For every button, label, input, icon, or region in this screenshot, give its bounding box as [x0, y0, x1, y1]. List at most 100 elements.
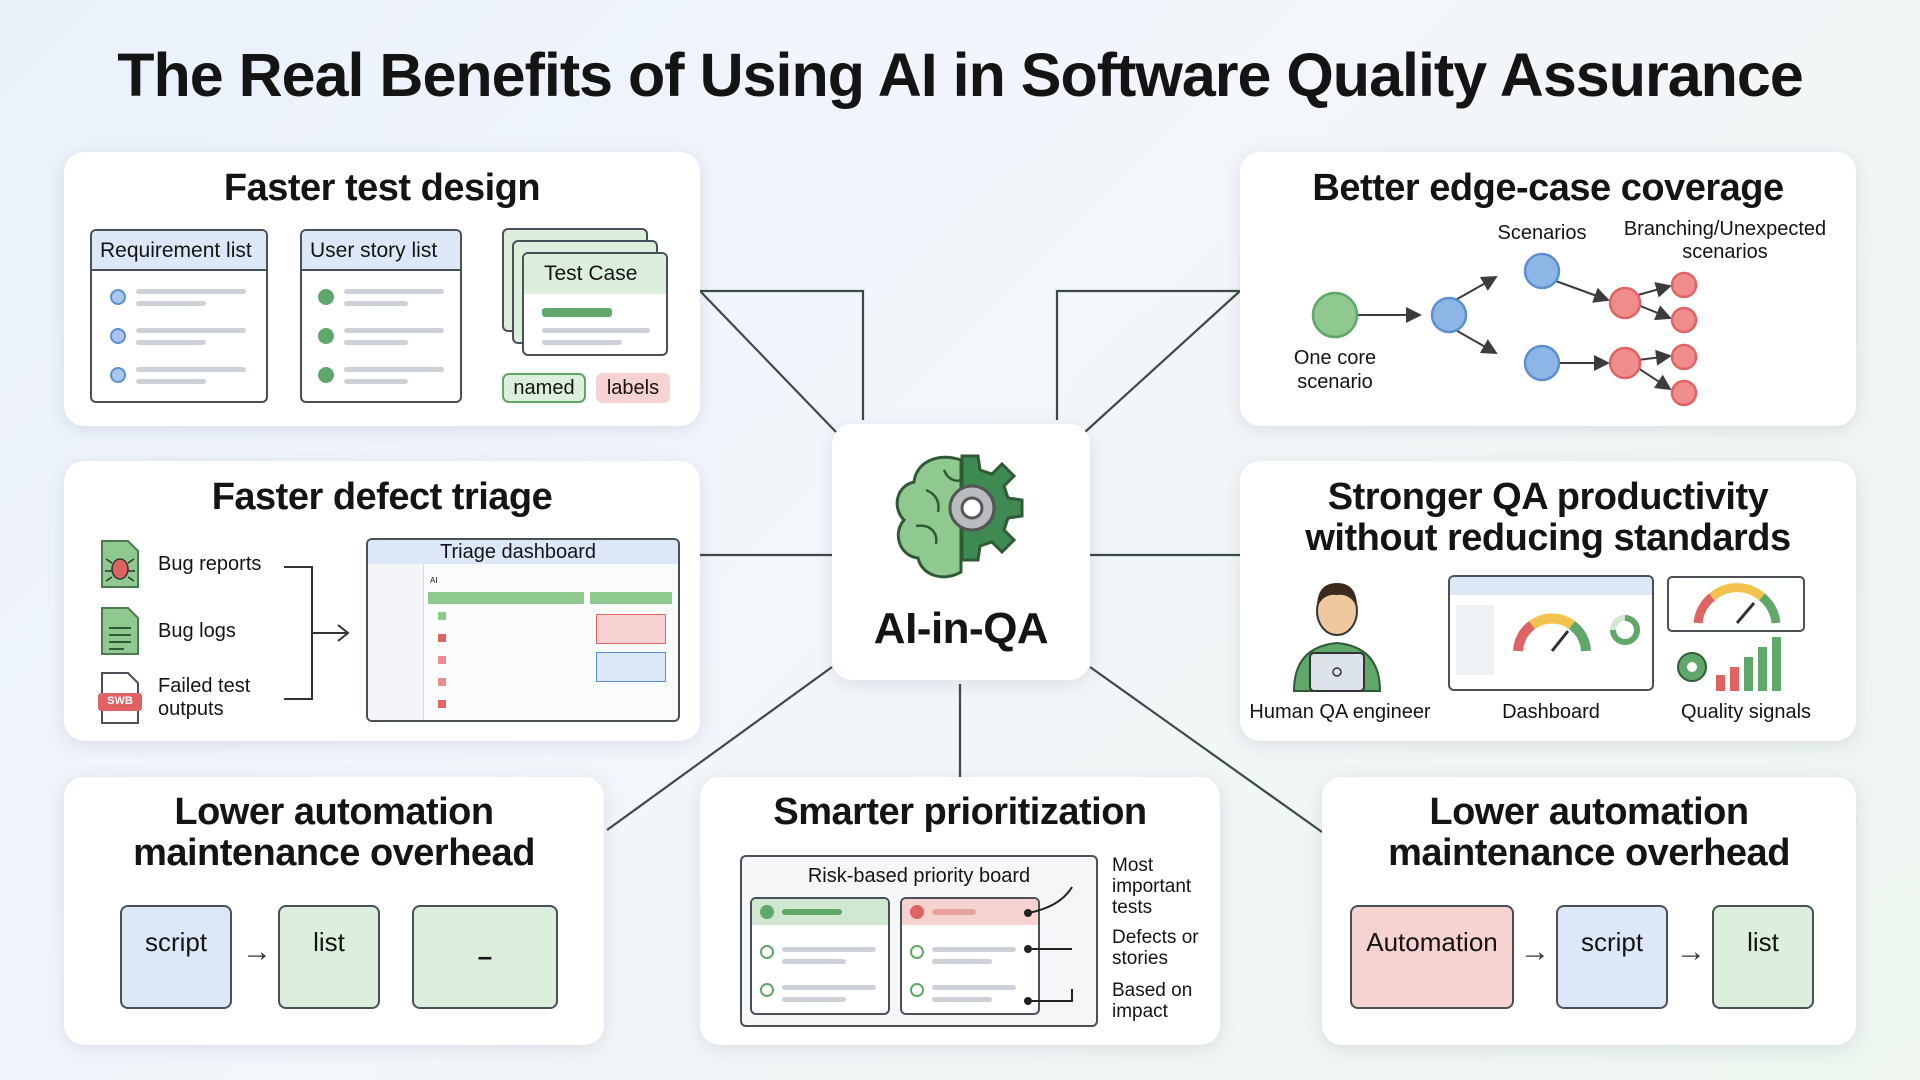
text-line: [932, 997, 992, 1002]
branch-node-1: [1608, 286, 1642, 320]
unexpected-node-2: [1670, 306, 1698, 334]
text-line: [542, 340, 622, 345]
test-case-card: Test Case: [522, 252, 668, 356]
dashboard-alert-box: [596, 614, 666, 644]
card-stronger-qa-productivity: Stronger QA productivity without reducin…: [1240, 461, 1856, 741]
list-bullet: [110, 367, 126, 383]
card-title: Smarter prioritization: [773, 791, 1147, 833]
list-bullet: [110, 289, 126, 305]
split-node: [1430, 296, 1468, 334]
core-scenario-label-1: One core: [1293, 347, 1377, 369]
text-line: [136, 328, 246, 333]
core-scenario-node: [1311, 291, 1359, 339]
text-line: [344, 367, 444, 372]
card-title-line-2: maintenance overhead: [133, 832, 535, 874]
text-line: [136, 289, 246, 294]
quality-signals-icon: [1667, 576, 1805, 691]
gauge-icon: [1513, 613, 1591, 652]
card-faster-defect-triage: Faster defect triage Bug reports Bug log…: [64, 461, 700, 741]
text-line: [782, 959, 846, 964]
center-label: AI-in-QA: [873, 604, 1049, 653]
test-case-label: Test Case: [524, 254, 666, 294]
text-line: [344, 328, 444, 333]
note-most-important-tests: Most important tests: [1112, 855, 1192, 918]
edge-split-up: [1451, 276, 1498, 303]
branch-node-2: [1608, 346, 1642, 380]
named-tag: named: [502, 373, 586, 403]
text-line: [136, 301, 206, 306]
board-column-green: [750, 897, 890, 1015]
labels-tag: labels: [596, 373, 670, 403]
card-lower-maintenance-right: Lower automation maintenance overhead Au…: [1322, 777, 1856, 1045]
dashboard-header: [368, 540, 678, 564]
dashboard-label: Dashboard: [1502, 701, 1600, 723]
arrow-icon: →: [242, 935, 272, 968]
text-line: [932, 909, 976, 915]
triage-dashboard: Triage dashboard AI: [366, 538, 680, 722]
page-title: The Real Benefits of Using AI in Softwar…: [117, 41, 1804, 109]
unexpected-node-3: [1670, 343, 1698, 371]
dashboard-green-row: [590, 592, 672, 604]
unexpected-node-4: [1670, 379, 1698, 407]
bug-reports-label: Bug reports: [158, 553, 262, 575]
item-dot: [760, 983, 774, 997]
scenarios-label: Scenarios: [1497, 222, 1587, 244]
dashboard-green-row: [428, 592, 584, 604]
user-story-list-doc: User story list: [300, 229, 462, 403]
card-lower-maintenance-left: Lower automation maintenance overhead sc…: [64, 777, 604, 1045]
item-dot: [910, 983, 924, 997]
mini-column-label: AI: [430, 576, 438, 585]
dashboard-header: [1450, 577, 1652, 595]
core-scenario-label-2: scenario: [1297, 371, 1373, 393]
card-title-line-1: Lower automation: [174, 791, 494, 833]
automation-box: Automation: [1350, 905, 1514, 1009]
productivity-dashboard: [1448, 575, 1654, 691]
card-title: Faster defect triage: [211, 476, 553, 518]
text-line: [344, 289, 444, 294]
human-qa-engineer-label: Human QA engineer: [1249, 701, 1431, 723]
list-box: list: [278, 905, 380, 1009]
dashboard-row: [438, 678, 446, 686]
text-line: [344, 340, 408, 345]
list-bullet: [110, 328, 126, 344]
triage-dashboard-label: Triage dashboard: [440, 541, 597, 563]
text-line: [782, 947, 876, 952]
edge-split-down: [1451, 327, 1498, 354]
failed-test-label-2: outputs: [158, 698, 224, 720]
dashboard-sidebar: [368, 564, 424, 720]
text-line: [782, 909, 842, 915]
text-line: [136, 367, 246, 372]
risk-board-label: Risk-based priority board: [807, 865, 1031, 887]
dashboard-sidebar: [1456, 605, 1494, 675]
edge-red1-a: [1637, 282, 1672, 298]
empty-box: –: [412, 905, 558, 1009]
card-smarter-prioritization: Smarter prioritization Risk-based priori…: [700, 777, 1220, 1045]
card-title-line-2: without reducing standards: [1305, 517, 1791, 559]
note-based-on-impact: Based on impact: [1112, 980, 1193, 1022]
center-ai-in-qa: AI-in-QA: [832, 424, 1090, 680]
dashboard-row: [438, 634, 446, 642]
callout-lines: [1024, 886, 1073, 1005]
dashboard-row: [438, 700, 446, 708]
text-line: [344, 379, 408, 384]
text-line: [932, 985, 1016, 990]
script-box: script: [120, 905, 232, 1009]
bug-report-icon: [101, 540, 139, 588]
requirement-list-doc: Requirement list: [90, 229, 268, 403]
item-dot: [910, 945, 924, 959]
list-bullet: [318, 328, 334, 344]
text-line: [782, 985, 876, 990]
dashboard-row: [438, 656, 446, 664]
card-title-line-1: Stronger QA productivity: [1327, 476, 1769, 518]
user-story-list-label: User story list: [302, 231, 460, 271]
item-dot: [760, 945, 774, 959]
edge-red2-b: [1637, 367, 1672, 391]
failed-test-label-1: Failed test: [158, 675, 251, 697]
requirement-list-label: Requirement list: [92, 231, 266, 271]
card-title: Faster test design: [223, 167, 541, 209]
bug-log-icon: [101, 607, 139, 655]
card-faster-test-design: Faster test design Requirement list User…: [64, 152, 700, 426]
progress-ring-icon: [1610, 615, 1640, 645]
brain-gear-icon: [895, 454, 1024, 579]
connector-test-design-diag: [699, 290, 837, 433]
